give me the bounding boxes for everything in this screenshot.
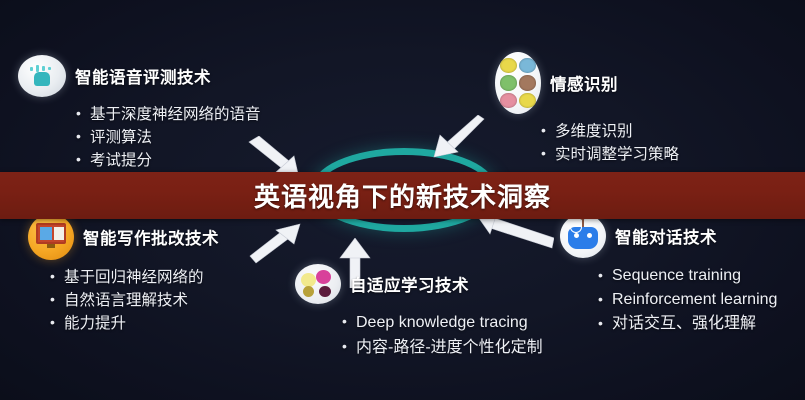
block-adaptive-title: 自适应学习技术 bbox=[350, 277, 469, 295]
block-dialogue-technology: 智能对话技术 Sequence training Reinforcement l… bbox=[560, 214, 777, 336]
adaptive-learning-icon bbox=[295, 264, 341, 304]
block-dialogue-title: 智能对话技术 bbox=[615, 229, 717, 247]
list-item: 考试提分 bbox=[76, 148, 261, 172]
list-item: 多维度识别 bbox=[541, 119, 679, 143]
list-item: Deep knowledge tracing bbox=[342, 309, 543, 335]
block-emotion-header: 情感识别 bbox=[495, 52, 679, 114]
list-item: 基于回归神经网络的 bbox=[50, 265, 219, 289]
emotion-recognition-icon bbox=[495, 52, 541, 114]
block-speech-bullets: 基于深度神经网络的语音 评测算法 考试提分 bbox=[76, 102, 261, 172]
block-dialogue-header: 智能对话技术 bbox=[560, 214, 777, 258]
list-item-continuation: 自然语言理解技术 bbox=[50, 288, 219, 312]
list-item: Sequence training bbox=[598, 263, 777, 288]
block-dialogue-bullets: Sequence training Reinforcement learning… bbox=[598, 263, 777, 336]
block-writing-title: 智能写作批改技术 bbox=[83, 230, 219, 248]
dialogue-robot-icon bbox=[560, 214, 606, 258]
block-writing-header: 智能写作批改技术 bbox=[28, 214, 219, 260]
list-item: 基于深度神经网络的语音 bbox=[76, 102, 261, 126]
block-adaptive-learning: 自适应学习技术 Deep knowledge tracing 内容-路径-进度个… bbox=[295, 264, 543, 360]
block-emotion-title: 情感识别 bbox=[550, 76, 618, 94]
list-item: 实时调整学习策略 bbox=[541, 142, 679, 166]
page-title: 英语视角下的新技术洞察 bbox=[253, 182, 551, 212]
block-speech-title: 智能语音评测技术 bbox=[75, 69, 211, 87]
list-item-continuation: 评测算法 bbox=[76, 125, 261, 149]
block-writing-correction: 智能写作批改技术 基于回归神经网络的 自然语言理解技术 能力提升 bbox=[28, 214, 219, 335]
block-writing-bullets: 基于回归神经网络的 自然语言理解技术 能力提升 bbox=[50, 265, 219, 335]
list-item: Reinforcement learning bbox=[598, 287, 777, 312]
list-item: 对话交互、强化理解 bbox=[598, 311, 777, 336]
block-speech-header: 智能语音评测技术 bbox=[18, 55, 261, 97]
list-item: 能力提升 bbox=[50, 311, 219, 335]
block-emotion-bullets: 多维度识别 实时调整学习策略 bbox=[541, 119, 679, 166]
title-banner: 英语视角下的新技术洞察 bbox=[0, 172, 805, 219]
block-adaptive-bullets: Deep knowledge tracing 内容-路径-进度个性化定制 bbox=[342, 309, 543, 360]
arrow-writing-to-center bbox=[248, 222, 304, 264]
list-item: 内容-路径-进度个性化定制 bbox=[342, 334, 543, 360]
block-speech-assessment: 智能语音评测技术 基于深度神经网络的语音 评测算法 考试提分 bbox=[18, 55, 261, 172]
speech-assessment-icon bbox=[18, 55, 66, 97]
block-adaptive-header: 自适应学习技术 bbox=[295, 264, 543, 304]
writing-correction-icon bbox=[28, 214, 74, 260]
block-emotion-recognition: 情感识别 多维度识别 实时调整学习策略 bbox=[495, 52, 679, 166]
